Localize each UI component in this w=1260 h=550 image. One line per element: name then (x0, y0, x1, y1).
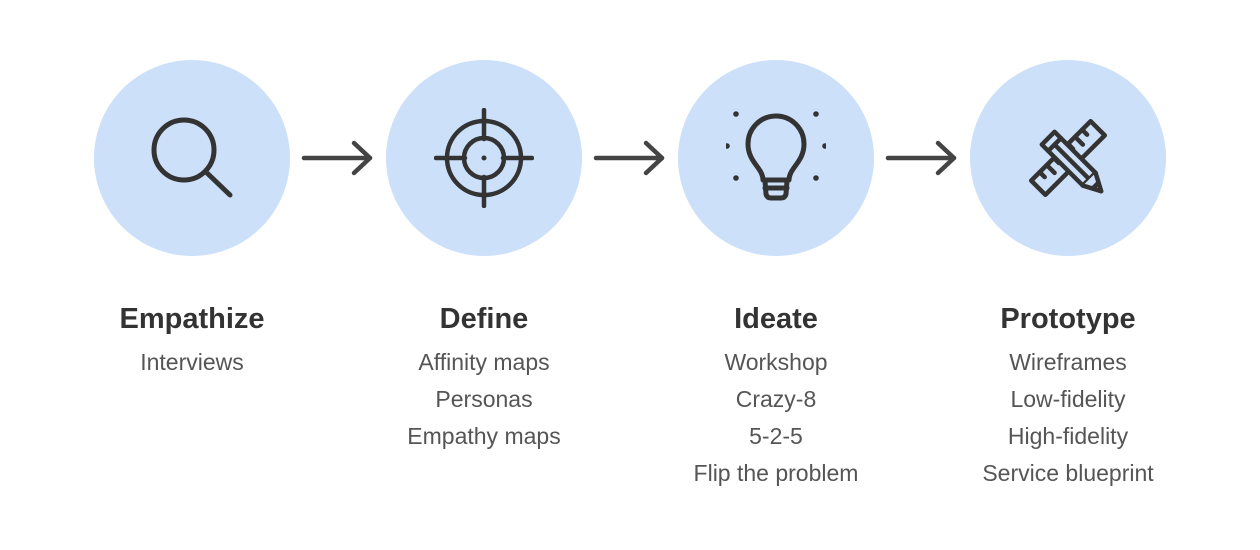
stage-title: Empathize (119, 303, 265, 335)
stage-title: Define (439, 303, 529, 335)
stage-title: Ideate (734, 303, 818, 335)
define-stage: Define Affinity maps Personas Empathy ma… (354, 298, 614, 455)
method-item: High-fidelity (1007, 423, 1129, 449)
method-item: Flip the problem (693, 460, 859, 486)
ideate-stage: Ideate Workshop Crazy-8 5-2-5 Flip the p… (646, 298, 906, 492)
prototype-circle (970, 60, 1166, 256)
empathize-circle (94, 60, 290, 256)
crosshair-target-icon (434, 108, 534, 208)
method-item: Workshop (724, 349, 828, 375)
method-item: Personas (435, 386, 533, 412)
method-item: 5-2-5 (749, 423, 803, 449)
method-item: Service blueprint (982, 460, 1154, 486)
stage-methods-list: Interviews (62, 344, 322, 381)
empathize-stage: Empathize Interviews (62, 298, 322, 381)
stage-title: Prototype (1000, 303, 1136, 335)
method-item: Wireframes (1009, 349, 1127, 375)
arrow-right-icon (300, 138, 376, 178)
magnifying-glass-icon (142, 108, 242, 208)
method-item: Empathy maps (407, 423, 561, 449)
method-item: Interviews (140, 349, 244, 375)
arrow-right-icon (592, 138, 668, 178)
method-item: Low-fidelity (1010, 386, 1126, 412)
method-item: Crazy-8 (735, 386, 817, 412)
stage-methods-list: Affinity maps Personas Empathy maps (354, 344, 614, 455)
stage-methods-list: Wireframes Low-fidelity High-fidelity Se… (938, 344, 1198, 492)
prototype-stage: Prototype Wireframes Low-fidelity High-f… (938, 298, 1198, 492)
pencil-ruler-icon (1018, 108, 1118, 208)
lightbulb-icon (726, 108, 826, 208)
define-circle (386, 60, 582, 256)
ideate-circle (678, 60, 874, 256)
stage-methods-list: Workshop Crazy-8 5-2-5 Flip the problem (646, 344, 906, 492)
arrow-right-icon (884, 138, 960, 178)
method-item: Affinity maps (418, 349, 550, 375)
